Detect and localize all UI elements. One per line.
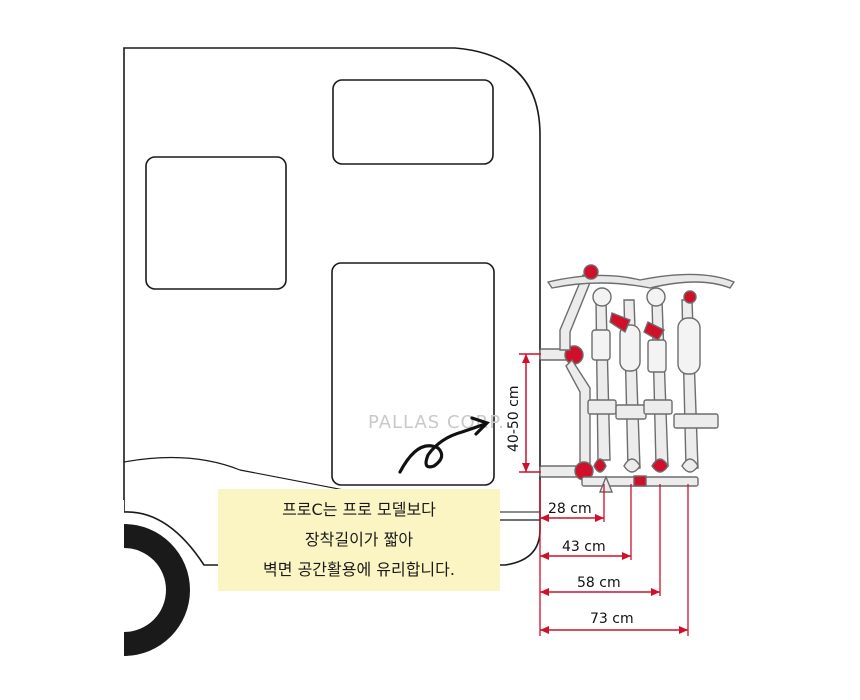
note-line-1: 프로C는 프로 모델보다 bbox=[282, 500, 436, 519]
side-window bbox=[145, 156, 287, 290]
height-dimension-label: 40-50 cm bbox=[506, 386, 522, 452]
depth-extension-lines bbox=[539, 480, 689, 636]
depth-label-28: 28 cm bbox=[548, 501, 592, 517]
bike-rack bbox=[539, 264, 736, 493]
curved-arrow-icon bbox=[398, 416, 490, 474]
door bbox=[331, 262, 495, 486]
upper-window bbox=[332, 79, 494, 165]
depth-label-43: 43 cm bbox=[562, 539, 606, 555]
camper-body bbox=[123, 47, 541, 566]
depth-label-58: 58 cm bbox=[577, 575, 621, 591]
height-dimension bbox=[519, 353, 541, 473]
note-callout: 프로C는 프로 모델보다 장착길이가 짧아 벽면 공간활용에 유리합니다. bbox=[218, 489, 500, 591]
note-line-3: 벽면 공간활용에 유리합니다. bbox=[263, 560, 455, 579]
depth-label-73: 73 cm bbox=[590, 611, 634, 627]
bike-2 bbox=[609, 299, 647, 469]
bike-4 bbox=[673, 290, 719, 469]
depth-dimension-lines bbox=[540, 514, 688, 634]
rear-wheel bbox=[0, 500, 190, 700]
bike-1 bbox=[587, 287, 617, 461]
note-line-2: 장착길이가 짧아 bbox=[304, 530, 414, 549]
wheel-clamps bbox=[593, 458, 699, 487]
bike-3 bbox=[643, 287, 673, 467]
